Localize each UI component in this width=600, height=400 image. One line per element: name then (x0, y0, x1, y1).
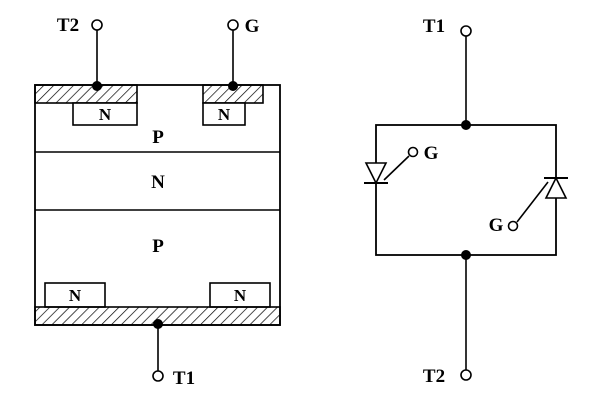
n-region-bottom-right-label: N (234, 286, 247, 305)
terminal-label-t2: T2 (57, 15, 79, 36)
terminal-node-gate (227, 19, 239, 31)
terminal-label-gate: G (245, 16, 260, 37)
n-region-top-right-label: N (218, 105, 231, 124)
terminal-node-t1 (152, 370, 164, 382)
circuit-terminal-label-t2: T2 (423, 366, 445, 387)
terminal-label-t1: T1 (173, 368, 195, 389)
p-layer-top-label: P (152, 127, 164, 148)
thyristor-left-triangle (364, 162, 388, 185)
p-layer-bottom-label: P (152, 236, 164, 257)
thyristor-left: G (364, 143, 439, 185)
n-layer-middle-label: N (151, 172, 165, 193)
thyristor-right-gate-node (507, 220, 519, 232)
triac-structure: T2 G N N P N P N N (34, 15, 281, 389)
n-region-top-left-label: N (99, 105, 112, 124)
thyristor-left-gate-label: G (424, 143, 439, 164)
terminal-node-t2 (91, 19, 103, 31)
thyristor-right: G (489, 176, 568, 236)
n-region-bottom-left-box (44, 282, 106, 308)
circuit-terminal-node-t1 (460, 25, 472, 37)
n-region-top-right-box (202, 102, 246, 126)
triac-equivalent-circuit: T1 G G T2 (364, 16, 568, 387)
thyristor-right-triangle (544, 176, 568, 199)
circuit-loop (375, 124, 557, 256)
metal-contact-t2-hatched (34, 84, 138, 104)
thyristor-left-gate-wire (383, 155, 410, 181)
n-region-bottom-left-label: N (69, 286, 82, 305)
n-region-top-left-box (72, 102, 138, 126)
thyristor-right-gate-label: G (489, 215, 504, 236)
metal-contact-gate-hatched (202, 84, 264, 104)
circuit-terminal-label-t1: T1 (423, 16, 445, 37)
thyristor-right-gate-wire (516, 181, 549, 223)
circuit-terminal-node-t2 (460, 369, 472, 381)
thyristor-left-gate-node (407, 146, 419, 158)
